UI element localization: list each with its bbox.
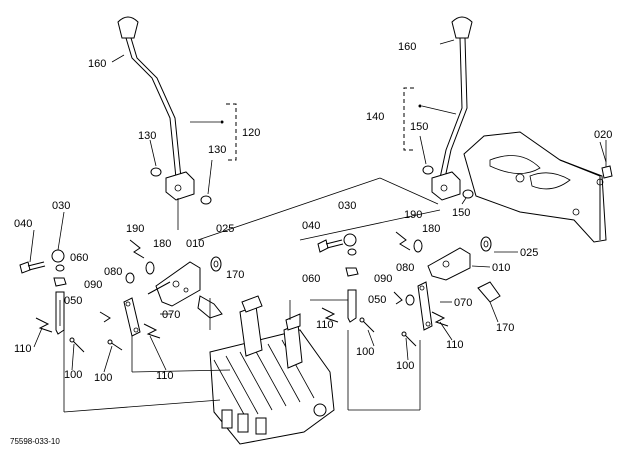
left-labels: 160 120 130 130 030 040 060 190 180 010 … <box>14 58 260 384</box>
left-link-plate-070 <box>123 297 141 337</box>
left-lever-assembly <box>111 16 237 230</box>
label-right-160: 160 <box>398 41 416 53</box>
left-ball-joint-030 <box>51 249 65 263</box>
left-washer-025 <box>210 256 222 272</box>
right-bracket-140 <box>403 87 414 151</box>
label-left-120: 120 <box>242 127 260 139</box>
label-right-050: 050 <box>368 294 386 306</box>
label-right-190: 190 <box>404 209 422 221</box>
left-bushing-130a <box>150 167 162 177</box>
right-mounting-plate <box>463 131 613 243</box>
label-left-160: 160 <box>88 58 106 70</box>
label-right-070: 070 <box>454 297 472 309</box>
label-right-180: 180 <box>422 223 440 235</box>
label-right-010: 010 <box>492 262 510 274</box>
label-right-100b: 100 <box>396 360 414 372</box>
label-right-040: 040 <box>302 220 320 232</box>
left-bracket-120 <box>226 103 237 161</box>
label-right-060: 060 <box>302 273 320 285</box>
label-left-100b: 100 <box>94 372 112 384</box>
label-left-050: 050 <box>64 295 82 307</box>
label-right-020: 020 <box>594 129 612 141</box>
left-bracket-010 <box>155 261 201 307</box>
label-left-190: 190 <box>126 223 144 235</box>
right-linkage <box>317 231 501 347</box>
right-knob-icon <box>451 16 473 39</box>
figure-code: 75598-033-10 <box>10 437 60 446</box>
label-right-110b: 110 <box>446 339 464 351</box>
label-left-030: 030 <box>52 200 70 212</box>
label-left-070: 070 <box>162 309 180 321</box>
label-left-130b: 130 <box>208 144 226 156</box>
left-bushing-130b <box>200 195 212 205</box>
right-lever-assembly <box>403 16 474 205</box>
label-right-025: 025 <box>520 247 538 259</box>
label-right-110a: 110 <box>316 319 334 331</box>
label-right-080: 080 <box>396 262 414 274</box>
label-left-170: 170 <box>226 269 244 281</box>
label-right-140: 140 <box>366 111 384 123</box>
left-knob-icon <box>117 16 139 39</box>
connection-lines <box>63 177 441 413</box>
label-left-100a: 100 <box>64 369 82 381</box>
label-right-150b: 150 <box>452 207 470 219</box>
label-left-060: 060 <box>70 252 88 264</box>
label-right-030: 030 <box>338 200 356 212</box>
label-left-080: 080 <box>104 266 122 278</box>
label-right-170: 170 <box>496 322 514 334</box>
control-valve-block <box>209 295 335 445</box>
label-left-090: 090 <box>84 279 102 291</box>
left-linkage <box>19 239 223 353</box>
label-left-025: 025 <box>216 223 234 235</box>
label-left-010: 010 <box>186 238 204 250</box>
label-right-150a: 150 <box>410 121 428 133</box>
label-right-090: 090 <box>374 273 392 285</box>
right-labels: 160 140 150 150 020 030 040 190 180 025 … <box>302 41 612 372</box>
label-left-110b: 110 <box>156 370 174 382</box>
label-left-130a: 130 <box>138 130 156 142</box>
label-left-110a: 110 <box>14 343 32 355</box>
label-left-040: 040 <box>14 218 32 230</box>
label-left-180: 180 <box>153 238 171 250</box>
label-right-100a: 100 <box>356 346 374 358</box>
